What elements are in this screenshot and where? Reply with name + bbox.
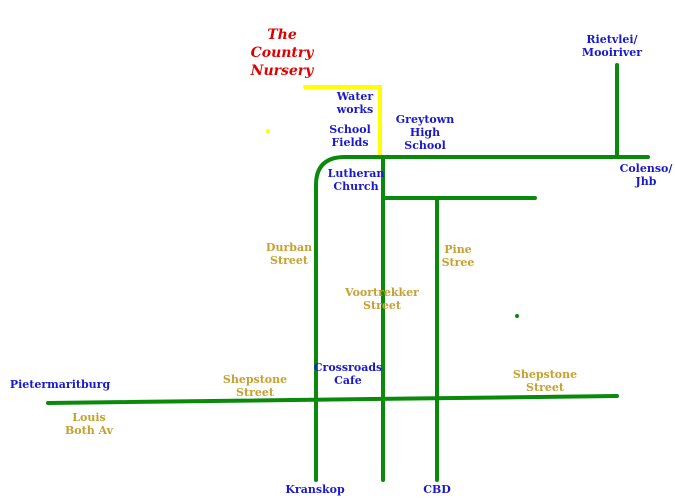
map-title: The Country Nursery [250, 27, 314, 79]
label-pietermaritzburg: Pietermaritburg [9, 378, 111, 391]
label-cbd: CBD [423, 483, 451, 496]
label-greytown-high: Greytown High School [395, 113, 455, 152]
label-shepstone-street-west: Shepstone Street [222, 373, 288, 399]
label-school-fields: School Fields [329, 123, 371, 149]
label-louis-both-av: Louis Both Av [64, 411, 114, 437]
label-durban-street: Durban Street [265, 241, 313, 267]
marker-dot-green [515, 314, 519, 318]
label-pine-street: Pine Stree [441, 243, 475, 269]
label-crossroads-cafe: Crossroads Cafe [313, 361, 383, 387]
label-lutheran-church: Lutheran Church [327, 167, 385, 193]
shepstone-street [46, 394, 619, 405]
durban-street [314, 155, 360, 482]
marker-dot-yellow [266, 129, 270, 133]
label-kranskop: Kranskop [285, 483, 345, 496]
label-colenso: Colenso/ Jhb [619, 162, 673, 188]
label-rietvlei: Rietvlei/ Mooiriver [581, 33, 643, 59]
label-shepstone-street-east: Shepstone Street [512, 368, 578, 394]
label-voortrekker-street: Voortrekker Street [345, 286, 419, 312]
label-water-works: Water works [336, 90, 374, 116]
nursery-route [303, 85, 382, 160]
